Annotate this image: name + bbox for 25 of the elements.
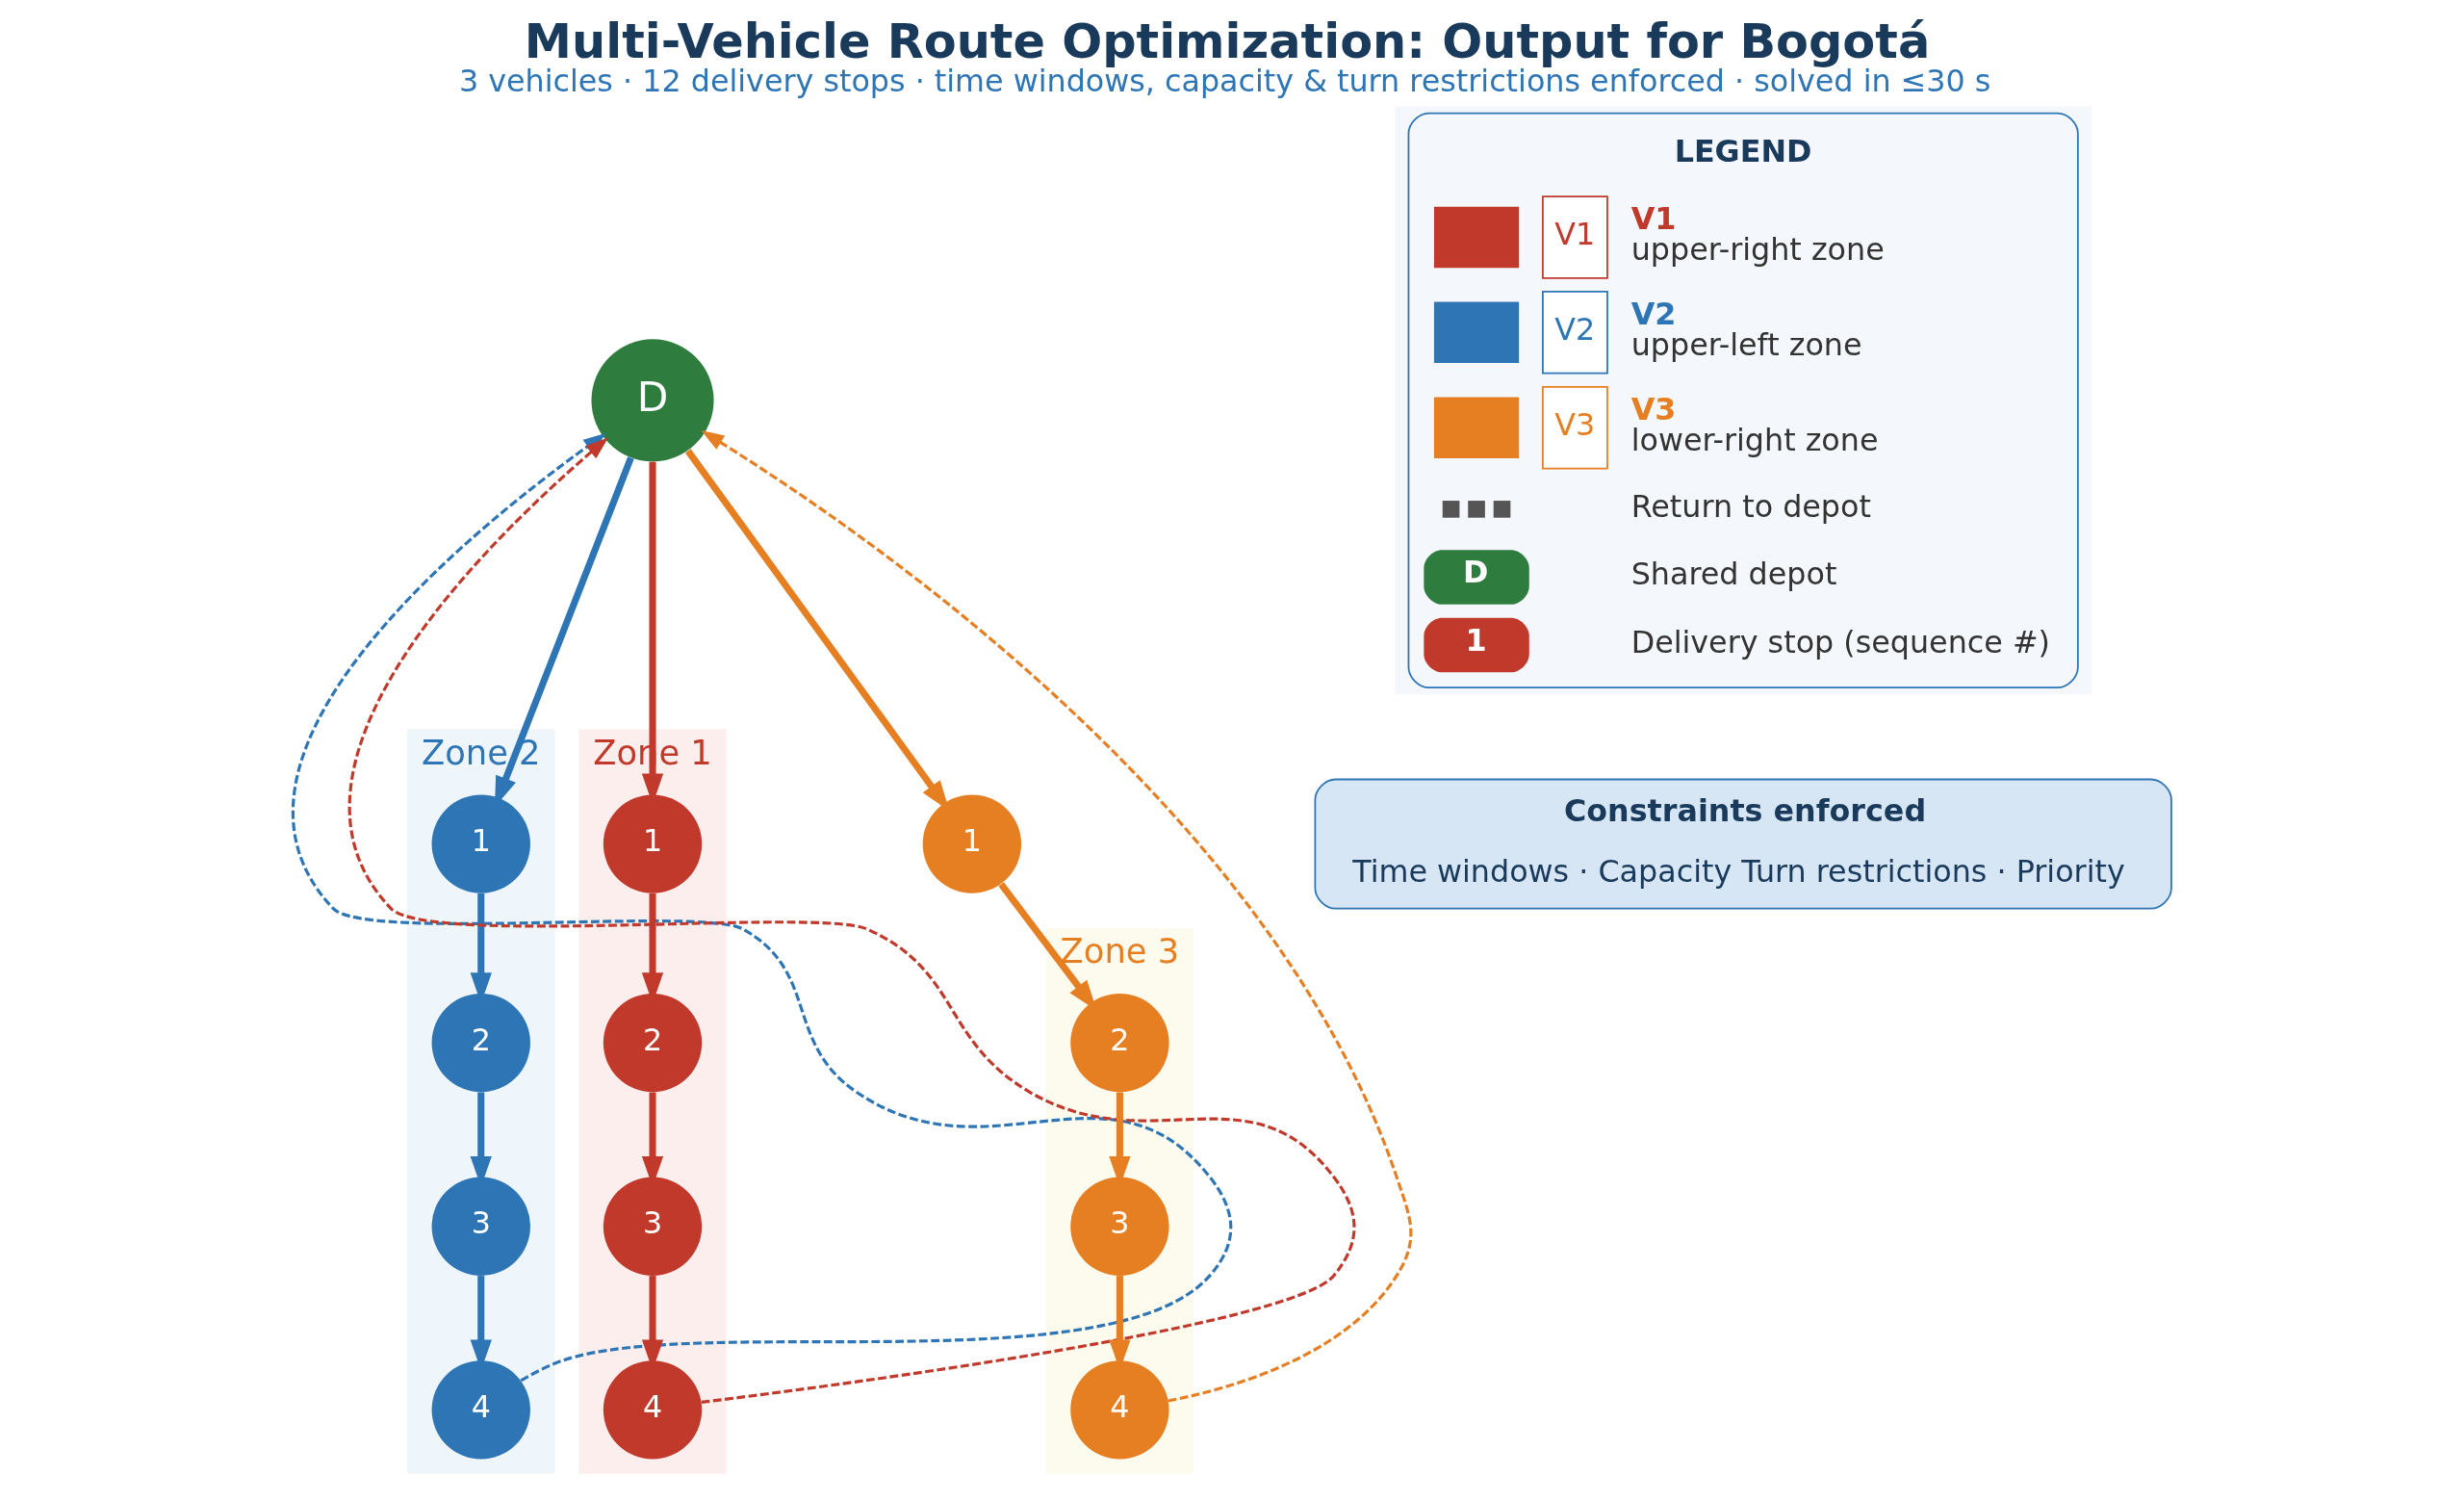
node-circle: 2 [1070,993,1169,1093]
node-circle: 3 [603,1177,703,1276]
node-circle: 2 [431,993,530,1093]
node-box: Constraints enforced Time windows · Capacity Turn restrictions · Priority [1314,778,2172,910]
label: D [1462,555,1489,590]
node-circle: 3 [431,1177,530,1276]
node-circle: 4 [431,1360,530,1460]
label: V2 [1554,312,1596,348]
label: V1 [1554,217,1596,252]
node-circle: 2 [603,993,703,1093]
node-circle: 1 [431,794,530,893]
label: V3 [1554,406,1596,442]
node-circle: 1 [603,794,703,893]
label: LEGEND [1674,133,1812,168]
label: 1 [1465,623,1487,659]
node-circle: 4 [603,1360,703,1460]
legend-label: Delivery stop (sequence #) [1630,624,2050,660]
node-circle: D [591,339,714,462]
legend-label: Return to depot [1630,488,1871,524]
node-circle: 3 [1070,1177,1169,1276]
arrow [701,430,1413,1403]
node-circle: 4 [1070,1360,1169,1460]
node-circle: 1 [922,794,1022,893]
arrow [349,437,1355,1404]
legend-label: Shared depot [1630,556,1837,592]
